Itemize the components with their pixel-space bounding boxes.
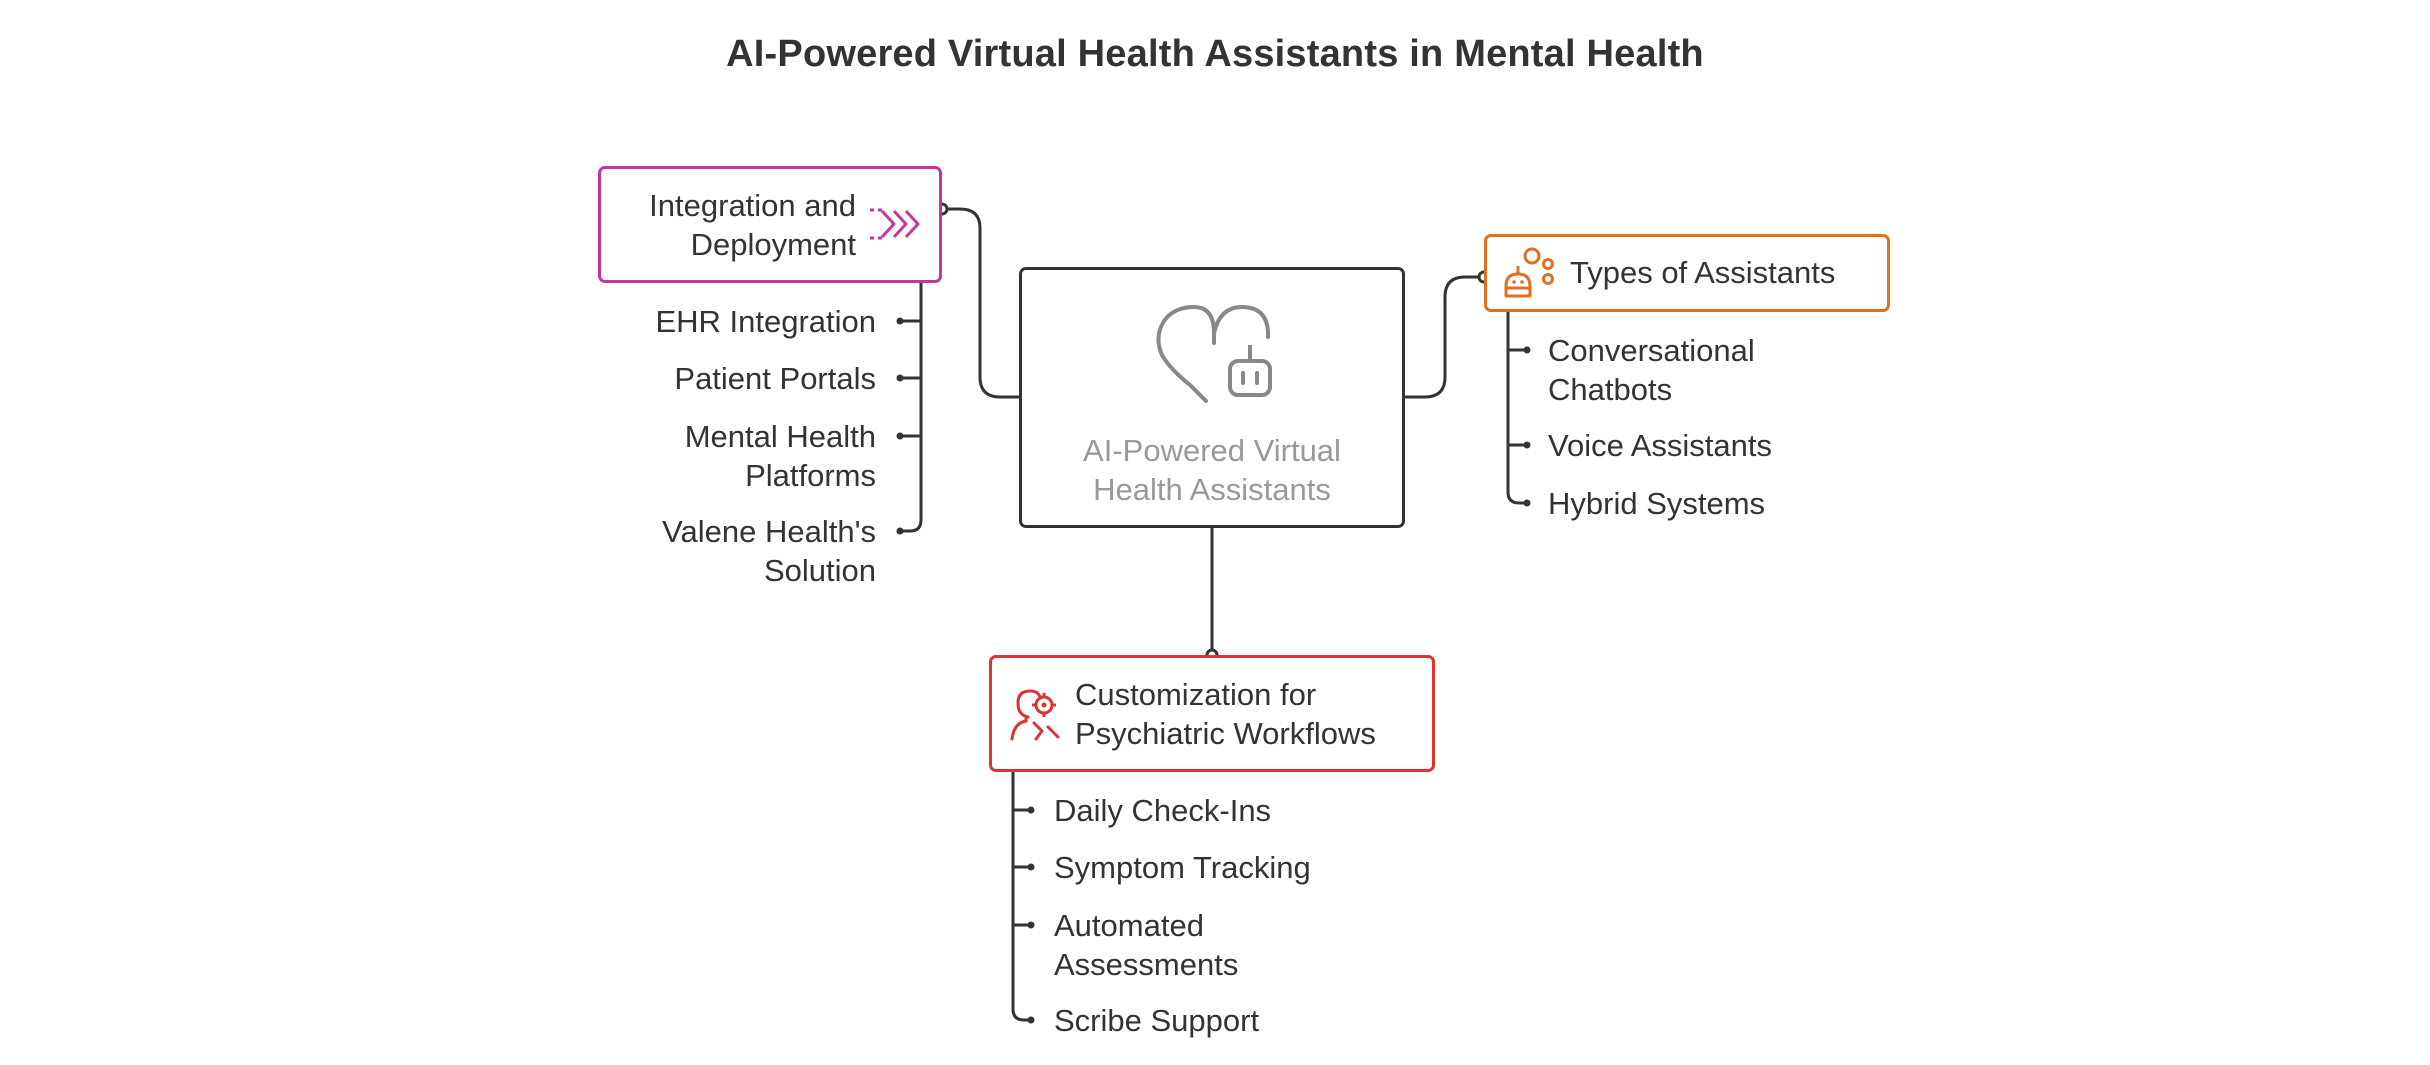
types-of-assistants-node[interactable] — [1484, 234, 1890, 312]
list-item: Conversational Chatbots — [1548, 333, 1755, 407]
heart-robot-icon — [1156, 304, 1272, 403]
list-item: Mental Health Platforms — [684, 419, 876, 493]
list-item: Patient Portals — [674, 361, 876, 396]
list-item: Voice Assistants — [1548, 428, 1773, 463]
list-item: Hybrid Systems — [1548, 486, 1766, 521]
branch-integration — [900, 283, 923, 533]
branch-customization — [1011, 772, 1031, 1022]
list-item: EHR Integration — [655, 304, 876, 339]
integration-deployment-node[interactable] — [598, 166, 942, 283]
connector-center-types — [1405, 275, 1484, 399]
list-item: Symptom Tracking — [1054, 850, 1311, 885]
connector-center-integration — [942, 207, 1019, 399]
robot-ideas-icon — [1504, 247, 1554, 298]
branch-types — [1506, 312, 1527, 505]
list-item: Daily Check-Ins — [1054, 793, 1272, 828]
central-topic-node[interactable] — [1019, 267, 1405, 528]
customization-node[interactable] — [989, 655, 1435, 772]
list-item: Automated Assessments — [1054, 908, 1239, 982]
diagram-title: AI-Powered Virtual Health Assistants in … — [726, 33, 1704, 75]
types-of-assistants-label: Types of Assistants — [1570, 255, 1836, 290]
list-item: Scribe Support — [1054, 1003, 1260, 1038]
list-item: Valene Health's Solution — [662, 514, 876, 588]
integration-deployment-label: Integration and Deployment — [649, 188, 856, 262]
person-gear-icon — [1010, 689, 1060, 741]
customization-label: Customization for Psychiatric Workflows — [1075, 677, 1376, 751]
central-topic-label: AI-Powered Virtual Health Assistants — [1083, 433, 1341, 507]
chevrons-right-icon — [870, 208, 920, 240]
